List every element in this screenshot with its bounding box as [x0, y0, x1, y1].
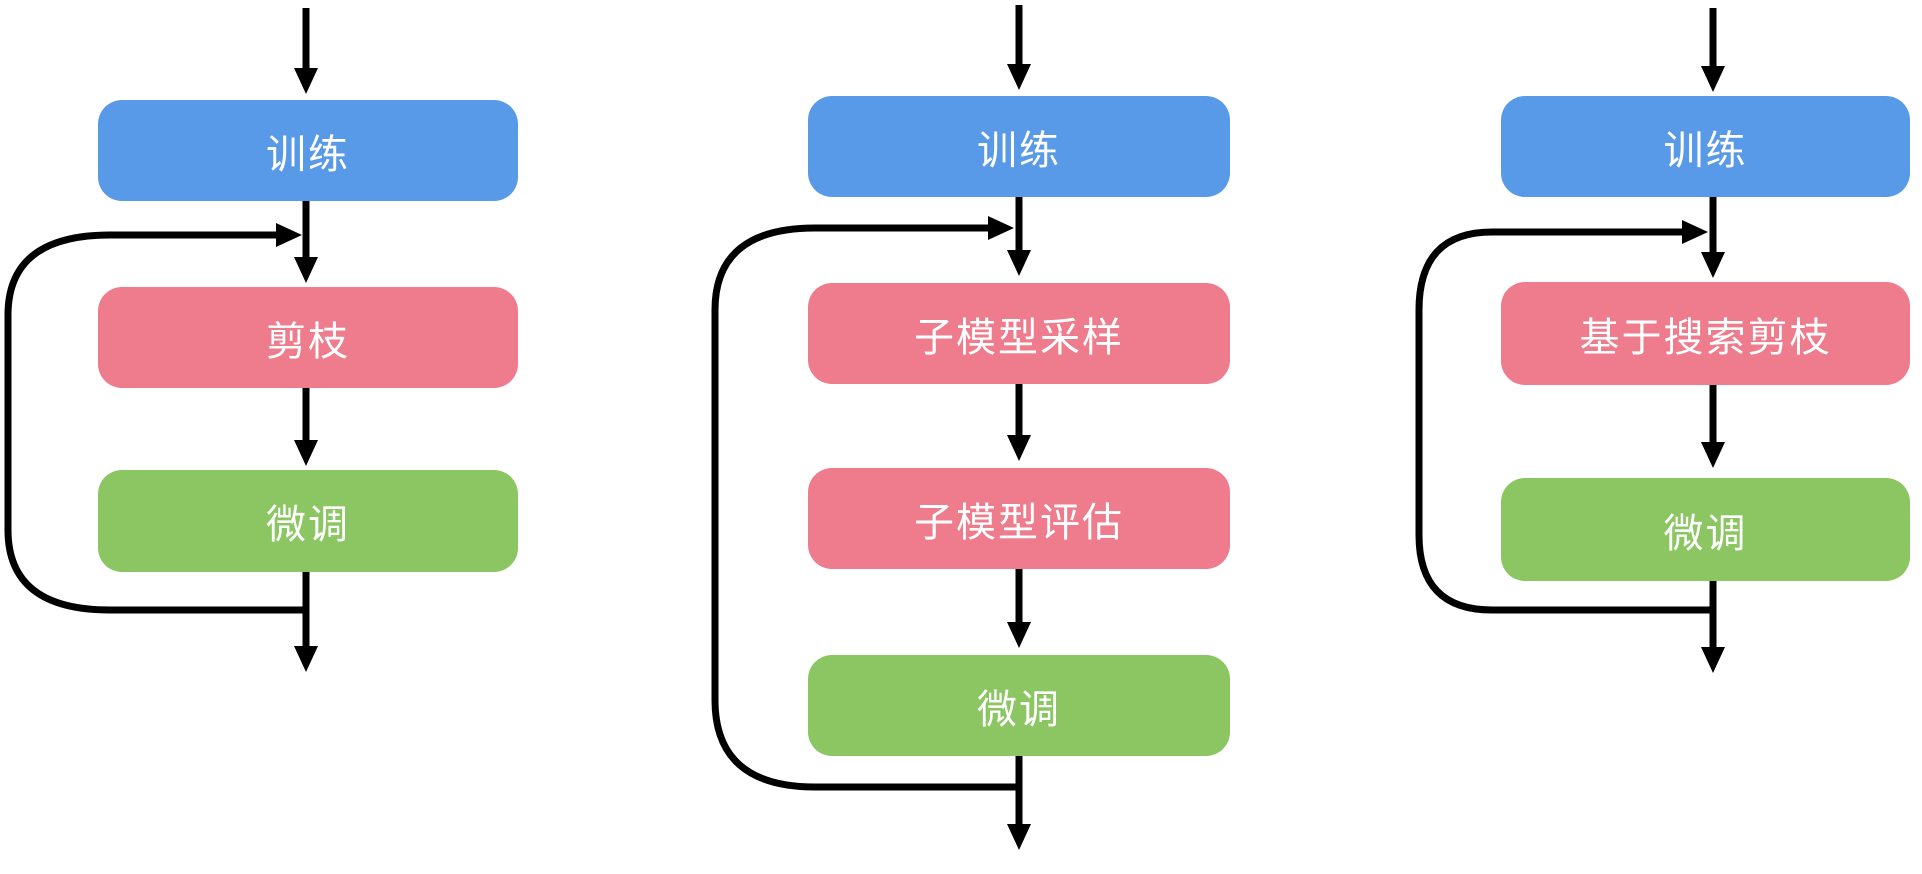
flow2-arrows [711, 5, 1031, 850]
flow3-node-search-based-prune: 基于搜索剪枝 [1501, 282, 1910, 385]
flow2-eval-to-finetune-head [1007, 622, 1031, 648]
flow2-loop-back-line [711, 224, 1019, 791]
flow1-output-arrow-head [294, 646, 318, 672]
flow1-train-to-prune-head [294, 257, 318, 283]
flow2-node-submodel-sampling: 子模型采样 [808, 283, 1230, 384]
flow1-node-finetune: 微调 [98, 470, 518, 572]
flow3-train-to-prune-head [1701, 252, 1725, 278]
flow1-arrows [4, 8, 318, 672]
flow2-output-arrow-head [1007, 824, 1031, 850]
flow2-node-finetune: 微调 [808, 655, 1230, 756]
flow1-loop-back-head [276, 223, 302, 247]
flow3-prune-to-finetune-head [1701, 442, 1725, 468]
flow2-node-submodel-eval: 子模型评估 [808, 468, 1230, 569]
flow3-arrows [1415, 8, 1725, 673]
flow2-train-to-sampling-head [1007, 250, 1031, 276]
flow3-output-arrow-head [1701, 647, 1725, 673]
flow3-node-train: 训练 [1501, 96, 1910, 197]
flow3-top-arrow-head [1701, 66, 1725, 92]
flow1-loop-back-line [4, 231, 306, 614]
flow1-top-arrow-head [294, 68, 318, 94]
flow3-loop-back-head [1682, 220, 1708, 244]
flow1-node-prune: 剪枝 [98, 287, 518, 388]
flow2-top-arrow-head [1007, 64, 1031, 90]
flow2-sampling-to-eval-head [1007, 435, 1031, 461]
flow2-node-train: 训练 [808, 96, 1230, 197]
flow3-loop-back-line [1415, 228, 1713, 614]
flow1-node-train: 训练 [98, 100, 518, 201]
flow3-node-finetune: 微调 [1501, 478, 1910, 581]
flow1-prune-to-finetune-head [294, 440, 318, 466]
flow2-loop-back-head [988, 216, 1014, 240]
